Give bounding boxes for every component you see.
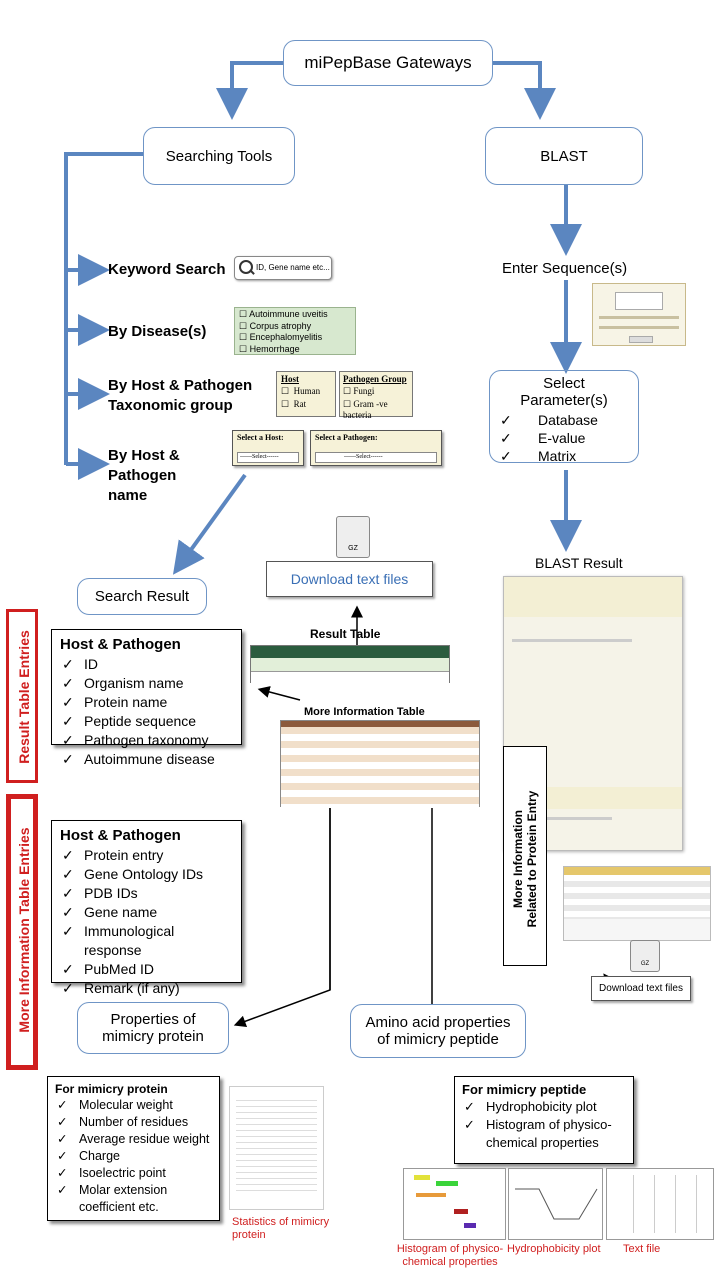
histogram-thumbnail bbox=[403, 1168, 506, 1240]
peptide-property-item: Hydrophobicity plot bbox=[462, 1098, 626, 1116]
select-parameter-box: Select Parameter(s) Database E-value Mat… bbox=[489, 370, 639, 465]
protein-property-item: Average residue weight bbox=[55, 1131, 212, 1148]
result-table-title: Result Table bbox=[310, 627, 381, 641]
searching-tools-label: Searching Tools bbox=[165, 147, 273, 165]
select-pathogen-box[interactable]: Select a Pathogen: ------Select------ bbox=[310, 430, 442, 466]
more-info-table-title: More Information Table bbox=[304, 706, 425, 718]
parameter-item: E-value bbox=[498, 429, 630, 447]
keyword-placeholder: ID, Gene name etc... bbox=[256, 263, 330, 272]
protein-property-item: Charge bbox=[55, 1148, 212, 1165]
parameter-item: Database bbox=[498, 411, 630, 429]
more-info-entry-item: Remark (if any) bbox=[60, 979, 233, 998]
properties-protein-box: Properties of mimicry protein bbox=[77, 1002, 229, 1054]
keyword-search-input[interactable]: ID, Gene name etc... bbox=[234, 256, 332, 280]
more-info-entries-tag: More Information Table Entries bbox=[6, 794, 38, 1070]
protein-stats-thumbnail bbox=[229, 1086, 324, 1210]
search-icon bbox=[239, 260, 253, 274]
text-file-caption: Text file bbox=[623, 1243, 661, 1255]
parameter-item: Matrix bbox=[498, 447, 630, 465]
disease-option[interactable]: ☐ Encephalomyelitis bbox=[239, 332, 323, 342]
disease-option[interactable]: ☐ Corpus atrophy bbox=[239, 320, 312, 331]
enter-sequence-label: Enter Sequence(s) bbox=[502, 260, 628, 277]
host-group-box[interactable]: Host ☐ Human ☐ Rat bbox=[276, 371, 336, 417]
search-result-label: Search Result bbox=[94, 588, 190, 605]
gateway-box: miPepBase Gateways bbox=[283, 40, 493, 86]
amino-acid-box: Amino acid properties of mimicry peptide bbox=[350, 1004, 526, 1058]
blast-box: BLAST bbox=[485, 127, 643, 185]
hydrophobicity-thumbnail bbox=[508, 1168, 603, 1240]
select-host-dropdown[interactable]: ------Select------ bbox=[237, 452, 299, 463]
gz-icon[interactable]: GZ bbox=[336, 516, 370, 558]
download-text-files-button[interactable]: Download text files bbox=[266, 561, 433, 597]
protein-property-item: Molar extension bbox=[55, 1182, 212, 1199]
blast-label: BLAST bbox=[540, 147, 588, 165]
peptide-property-item: Histogram of physico- bbox=[462, 1116, 626, 1134]
protein-entry-thumbnail bbox=[563, 866, 711, 941]
more-info-entry-item: Gene Ontology IDs bbox=[60, 865, 233, 884]
searching-tools-box: Searching Tools bbox=[143, 127, 295, 185]
protein-property-item: Molecular weight bbox=[55, 1097, 212, 1114]
disease-label: By Disease(s) bbox=[108, 323, 207, 340]
mimicry-peptide-box: For mimicry peptide Hydrophobicity plot … bbox=[454, 1076, 634, 1164]
taxonomic-label: By Host & Pathogen Taxonomic group bbox=[108, 377, 253, 414]
search-result-box: Search Result bbox=[77, 578, 207, 615]
select-pathogen-dropdown[interactable]: ------Select------ bbox=[315, 452, 437, 463]
blast-download-button[interactable]: Download text files bbox=[591, 976, 691, 1001]
result-entries-box: Host & Pathogen ID Organism name Protein… bbox=[51, 629, 242, 769]
protein-property-item: Isoelectric point bbox=[55, 1165, 212, 1182]
histogram-caption: Histogram of physico- chemical propertie… bbox=[396, 1243, 504, 1268]
select-host-box[interactable]: Select a Host: ------Select------ bbox=[232, 430, 304, 466]
more-info-table-thumbnail bbox=[280, 720, 480, 808]
more-info-entry-item: Gene name bbox=[60, 903, 233, 922]
more-info-entry-item: PubMed ID bbox=[60, 960, 233, 979]
text-file-thumbnail bbox=[606, 1168, 714, 1240]
disease-option[interactable]: ☐ Autoimmune uveitis bbox=[239, 309, 328, 319]
pathogen-group-box[interactable]: Pathogen Group ☐ Fungi ☐ Gram -ve bacter… bbox=[339, 371, 413, 420]
result-entry-item: Protein name bbox=[60, 693, 233, 712]
gz-icon[interactable]: GZ bbox=[630, 940, 660, 972]
disease-option[interactable]: ☐ Hemorrhage bbox=[239, 343, 300, 354]
blast-result-label: BLAST Result bbox=[535, 555, 623, 571]
protein-property-item: Number of residues bbox=[55, 1114, 212, 1131]
more-info-entry-item: Immunological response bbox=[60, 922, 233, 960]
more-info-entry-item: PDB IDs bbox=[60, 884, 233, 903]
disease-list[interactable]: ☐ Autoimmune uveitis ☐ Corpus atrophy ☐ … bbox=[234, 307, 356, 355]
result-entry-item: Pathogen taxonomy bbox=[60, 731, 233, 750]
more-info-entry-item: Protein entry bbox=[60, 846, 233, 865]
sequence-form-thumbnail bbox=[592, 283, 686, 346]
name-search-label: By Host & Pathogen name bbox=[108, 447, 180, 504]
result-entry-item: Peptide sequence bbox=[60, 712, 233, 731]
hydrophobicity-caption: Hydrophobicity plot bbox=[507, 1243, 601, 1255]
keyword-search-label: Keyword Search bbox=[108, 261, 226, 278]
more-info-entries-box: Host & Pathogen Protein entry Gene Ontol… bbox=[51, 820, 242, 998]
result-table-entries-tag: Result Table Entries bbox=[6, 609, 38, 783]
result-entry-item: Organism name bbox=[60, 674, 233, 693]
result-table-thumbnail bbox=[250, 645, 450, 684]
mimicry-protein-box: For mimicry protein Molecular weight Num… bbox=[47, 1076, 220, 1221]
gateway-title: miPepBase Gateways bbox=[304, 53, 472, 72]
result-entry-item: ID bbox=[60, 655, 233, 674]
protein-stats-caption: Statistics of mimicry protein bbox=[232, 1216, 330, 1241]
result-entry-item: Autoimmune disease bbox=[60, 750, 233, 769]
